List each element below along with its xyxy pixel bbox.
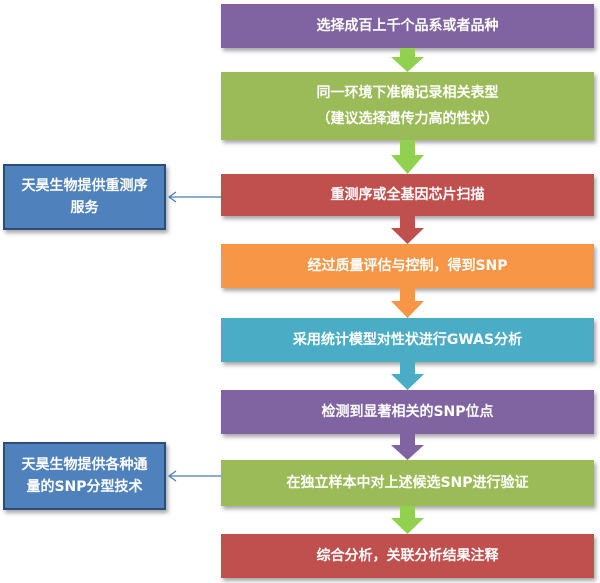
step-detect-snp: 检测到显著相关的SNP位点 <box>221 390 594 434</box>
side-note-label: 天昊生物提供重测序服务 <box>21 178 148 216</box>
down-arrow-icon <box>391 506 424 534</box>
connector-arrow-icon <box>167 191 221 203</box>
step-annotation: 综合分析，关联分析结果注释 <box>221 534 594 578</box>
step-label: 综合分析，关联分析结果注释 <box>316 548 499 564</box>
step-label: 重测序或全基因芯片扫描 <box>330 187 485 203</box>
step-label: 采用统计模型对性状进行GWAS分析 <box>292 332 523 348</box>
step-validate-snp: 在独立样本中对上述候选SNP进行验证 <box>221 460 594 506</box>
step-record-phenotype: 同一环境下准确记录相关表型 （建议选择遗传力高的性状） <box>221 72 594 140</box>
step-label: 经过质量评估与控制，得到SNP <box>307 258 508 274</box>
step-resequencing: 重测序或全基因芯片扫描 <box>221 174 594 216</box>
step-label: 检测到显著相关的SNP位点 <box>321 404 494 420</box>
side-note-snp-genotyping: 天昊生物提供各种通量的SNP分型技术 <box>3 442 166 510</box>
side-note-resequencing-service: 天昊生物提供重测序服务 <box>3 164 166 230</box>
down-arrow-icon <box>391 288 424 318</box>
down-arrow-icon <box>391 140 424 174</box>
step-select-lines: 选择成百上千个品系或者品种 <box>221 4 594 48</box>
step-label: 选择成百上千个品系或者品种 <box>316 18 499 34</box>
step-label: 同一环境下准确记录相关表型 <box>316 85 499 101</box>
side-note-label: 天昊生物提供各种通量的SNP分型技术 <box>21 457 148 495</box>
down-arrow-icon <box>391 48 424 72</box>
step-sublabel: （建议选择遗传力高的性状） <box>316 111 499 127</box>
down-arrow-icon <box>391 216 424 244</box>
step-gwas-analysis: 采用统计模型对性状进行GWAS分析 <box>221 318 594 362</box>
connector-arrow-icon <box>167 470 221 482</box>
down-arrow-icon <box>391 434 424 460</box>
step-label: 在独立样本中对上述候选SNP进行验证 <box>286 475 529 491</box>
step-quality-control: 经过质量评估与控制，得到SNP <box>221 244 594 288</box>
down-arrow-icon <box>391 362 424 390</box>
